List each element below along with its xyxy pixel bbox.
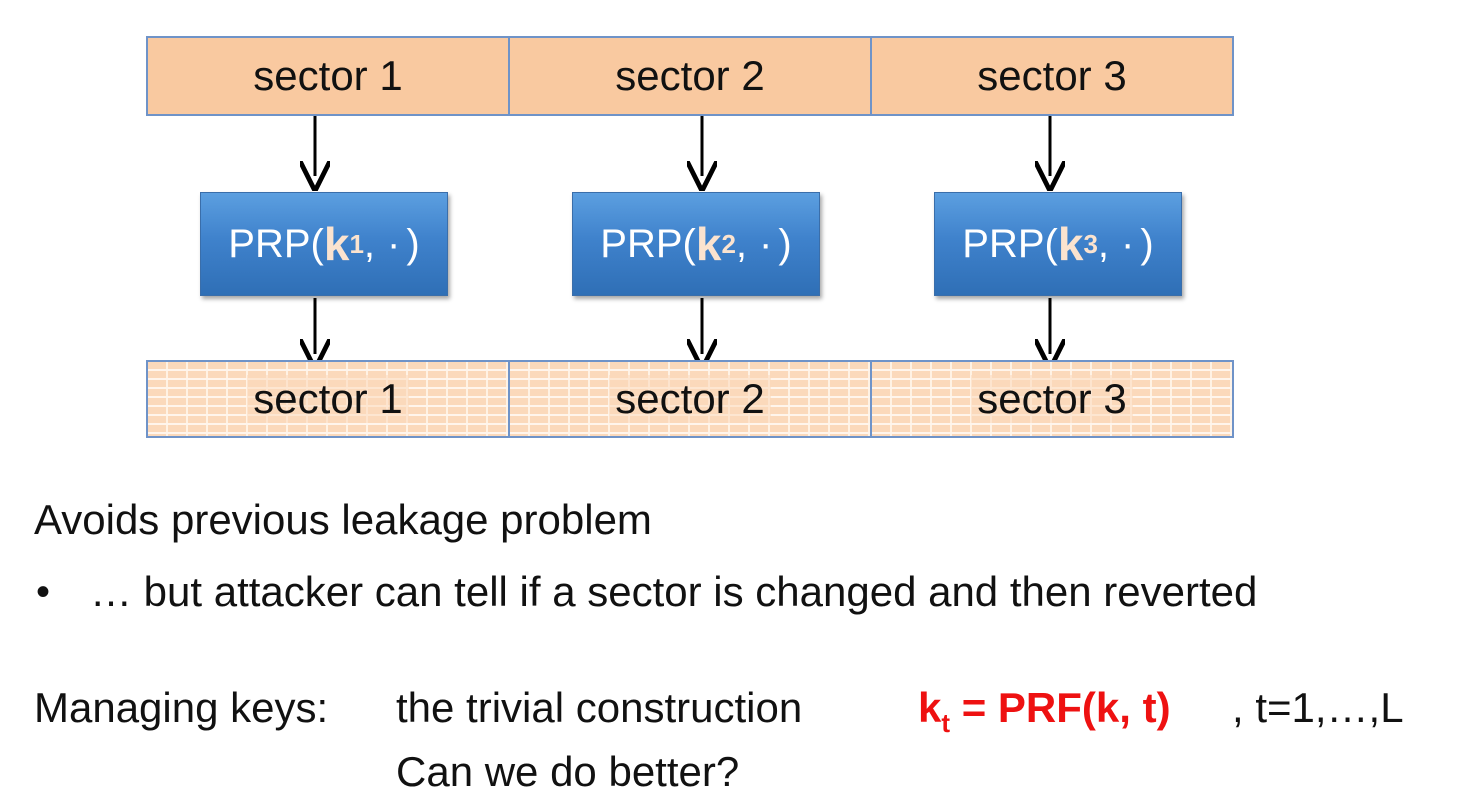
plaintext-sector-3: sector 3 [870, 36, 1234, 116]
ciphertext-sector-2: sector 2 [508, 360, 872, 438]
can-we-do-better-text: Can we do better? [396, 748, 740, 795]
key-derivation-formula: kt = PRF(k, t) [918, 684, 1171, 738]
avoids-leakage-text: Avoids previous leakage problem [34, 496, 652, 543]
bullet-symbol: • [36, 570, 51, 614]
bullet-text: … but attacker can tell if a sector is c… [90, 568, 1258, 615]
key-index-range: , t=1,…,L [1232, 684, 1404, 731]
managing-keys-label: Managing keys: [34, 684, 329, 731]
ciphertext-sector-3: sector 3 [870, 360, 1234, 438]
plaintext-sector-1: sector 1 [146, 36, 510, 116]
ciphertext-sector-1: sector 1 [146, 360, 510, 438]
arrows [0, 116, 1462, 470]
trivial-construction-text: the trivial construction [396, 684, 803, 731]
plaintext-sector-2: sector 2 [508, 36, 872, 116]
